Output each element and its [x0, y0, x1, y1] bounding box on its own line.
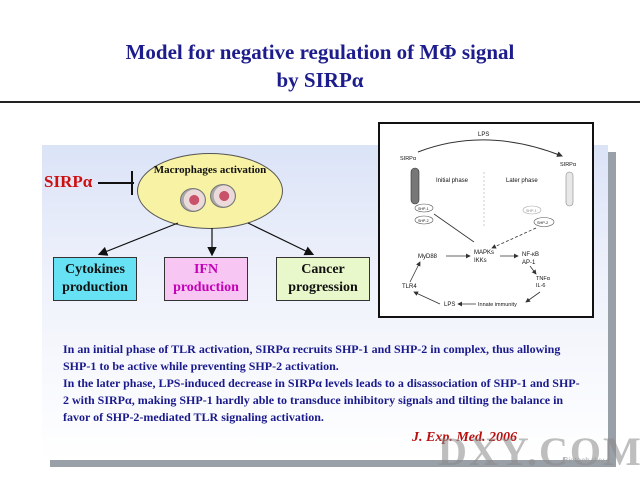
shp2-activation-line — [491, 227, 537, 249]
initial-phase-label: Initial phase — [436, 178, 469, 184]
shp2-initial — [414, 215, 434, 225]
shp1-later — [522, 205, 542, 215]
shp1-inhibition-line — [433, 213, 475, 243]
title-line-2: by SIRPα — [276, 68, 364, 92]
mapks-label: MAPKs — [474, 250, 494, 256]
cancer-progression-box: Cancer progression — [276, 257, 370, 301]
arrow-to-cytokines — [97, 222, 179, 256]
description-text: In an initial phase of TLR activation, S… — [63, 341, 583, 426]
lps-to-tlr4-arrow — [413, 291, 441, 305]
shp1-initial — [414, 203, 434, 213]
cytokines-line-1: Cytokines — [65, 262, 125, 277]
macrophage-cell-icon — [180, 188, 206, 212]
tlr4-label: TLR4 — [402, 284, 417, 290]
slide-title: Model for negative regulation of MΦ sign… — [0, 38, 640, 94]
sirpa-left-label: SIRPα — [400, 156, 417, 162]
macrophage-cell-icon — [210, 184, 236, 208]
title-divider — [0, 101, 640, 103]
tlr4-to-myd88-arrow — [409, 261, 421, 283]
citation: J. Exp. Med. 2006 — [412, 430, 517, 445]
shp1-initial-label: SHP-1 — [418, 207, 429, 211]
ikks-label: IKKs — [474, 258, 487, 264]
cytokines-to-innate-arrow — [525, 291, 541, 303]
description-paragraph-1: In an initial phase of TLR activation, S… — [63, 342, 561, 373]
ifn-line-1: IFN — [193, 262, 219, 277]
inhibition-bar — [131, 171, 133, 195]
sirpa-receptor-right — [565, 171, 574, 207]
macrophage-activation-label: Macrophages activation — [153, 164, 267, 176]
sirpa-right-label: SIRPα — [560, 162, 577, 168]
shp2-later-label: SHP-2 — [537, 221, 548, 225]
description-paragraph-2: In the later phase, LPS-induced decrease… — [63, 376, 580, 424]
nfkb-label: NF-κB — [522, 252, 539, 258]
title-line-1: Model for negative regulation of MΦ sign… — [125, 40, 515, 64]
arrow-to-cancer — [247, 222, 315, 256]
cytokines-production-box: Cytokines production — [53, 257, 137, 301]
sirpa-receptor-left — [410, 167, 420, 205]
later-phase-label: Later phase — [506, 178, 538, 184]
myd88-label: MyD88 — [418, 254, 438, 260]
mechanism-diagram: LPS SIRPα SIRPα Initial phase Later phas… — [400, 132, 577, 308]
sirpa-inhibitor-label: SIRPα — [44, 172, 93, 191]
shp2-initial-label: SHP-2 — [418, 219, 429, 223]
il6-label: IL-6 — [536, 283, 545, 289]
watermark-caption: Biotech.dxy.cn — [563, 456, 615, 465]
lps-arc — [417, 139, 563, 157]
shp1-later-label: SHP-1 — [526, 209, 537, 213]
nfkb-to-cytokines-arrow — [529, 265, 537, 275]
ifn-production-box: IFN production — [164, 257, 248, 301]
cancer-line-2: progression — [288, 280, 358, 295]
lps-top-label: LPS — [478, 132, 489, 138]
cytokines-line-2: production — [62, 280, 128, 295]
watermark-logo: DXY.COM — [438, 429, 640, 474]
ifn-line-2: production — [173, 280, 239, 295]
inhibition-line — [98, 182, 134, 184]
cancer-line-1: Cancer — [301, 262, 345, 277]
lps-bottom-label: LPS — [444, 302, 455, 308]
mechanism-figure: LPS SIRPα SIRPα Initial phase Later phas… — [378, 122, 594, 318]
tnfa-label: TNFα — [536, 276, 551, 282]
ap1-label: AP-1 — [522, 260, 536, 266]
innate-immunity-label: Innate immunity — [478, 302, 517, 308]
shp2-later — [533, 217, 555, 227]
